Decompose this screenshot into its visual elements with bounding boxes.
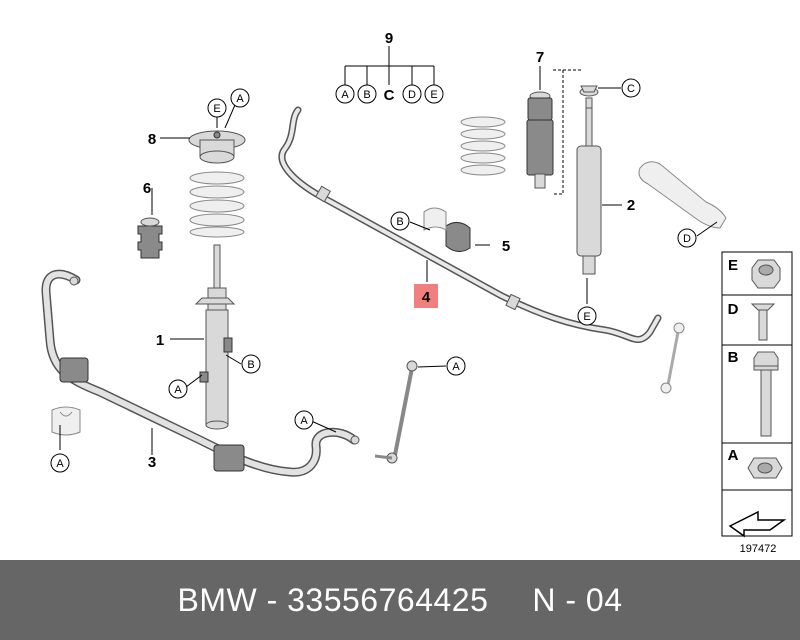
legend-item-b: B bbox=[728, 349, 779, 437]
callout-a-bar-end: A bbox=[294, 410, 314, 430]
part-number-8: 8 bbox=[148, 131, 156, 148]
svg-text:C: C bbox=[384, 87, 395, 104]
svg-text:E: E bbox=[213, 103, 220, 115]
rear-shock-absorber bbox=[576, 87, 602, 275]
callout-9-c: C bbox=[384, 87, 395, 104]
part-number-3: 3 bbox=[148, 454, 156, 471]
part-number-1: 1 bbox=[156, 332, 164, 349]
bush-left bbox=[51, 406, 81, 436]
part-number-9: 9 bbox=[385, 30, 393, 47]
bump-stop bbox=[137, 217, 163, 259]
callout-9-d: D bbox=[402, 84, 422, 104]
link-rod-front bbox=[374, 360, 418, 464]
part-number-2: 2 bbox=[627, 197, 635, 214]
footer-brand: BMW bbox=[177, 581, 258, 618]
svg-text:A: A bbox=[452, 361, 460, 373]
legend-label-b: B bbox=[728, 349, 739, 366]
svg-text:E: E bbox=[583, 311, 590, 323]
dust-boot bbox=[526, 91, 554, 189]
part-number-4: 4 bbox=[422, 289, 431, 306]
front-strut bbox=[194, 244, 236, 430]
legend-label-d: D bbox=[728, 301, 739, 318]
callout-e-top-mount: E bbox=[207, 98, 227, 118]
footer-part-number: 33556764425 bbox=[287, 581, 489, 618]
nut-shock-top bbox=[580, 85, 598, 93]
part-number-6: 6 bbox=[143, 180, 151, 197]
control-arm bbox=[638, 161, 727, 229]
svg-text:A: A bbox=[56, 458, 64, 470]
legend-panel: E D B A bbox=[721, 251, 793, 538]
callout-c-shock-top: C bbox=[621, 78, 641, 98]
callout-a-strut: A bbox=[168, 379, 188, 399]
svg-text:D: D bbox=[683, 233, 691, 245]
rear-stabilizer-bar bbox=[278, 106, 662, 343]
front-stabilizer-bar bbox=[41, 269, 360, 477]
highlight-box bbox=[414, 284, 438, 308]
callout-b-strut: B bbox=[241, 354, 261, 374]
callout-a-link-rod: A bbox=[446, 356, 466, 376]
part-number-7: 7 bbox=[536, 49, 544, 66]
rubber-mount bbox=[423, 207, 471, 252]
callout-a-bush: A bbox=[50, 453, 70, 473]
coil-spring-left bbox=[189, 171, 245, 238]
svg-text:C: C bbox=[627, 83, 635, 95]
svg-text:E: E bbox=[430, 89, 437, 101]
parts-diagram: 1 2 3 4 5 6 7 8 9 E A A B A A A B E bbox=[41, 30, 793, 555]
callout-e-shock: E bbox=[577, 306, 597, 326]
svg-text:B: B bbox=[363, 89, 370, 101]
callout-d-control-arm: D bbox=[677, 228, 697, 248]
coil-spring-small bbox=[460, 116, 506, 176]
callout-9-b: B bbox=[357, 84, 377, 104]
svg-text:D: D bbox=[408, 89, 416, 101]
svg-text:A: A bbox=[341, 89, 349, 101]
callout-9-a: A bbox=[335, 84, 355, 104]
top-mount bbox=[188, 130, 246, 164]
legend-item-a: A bbox=[728, 447, 783, 479]
legend-item-d: D bbox=[728, 301, 776, 341]
svg-text:A: A bbox=[236, 93, 244, 105]
part-number-5: 5 bbox=[502, 238, 510, 255]
legend-item-e: E bbox=[728, 257, 781, 289]
arrow-icon bbox=[728, 510, 787, 538]
svg-text:B: B bbox=[247, 359, 254, 371]
link-rod-rear bbox=[660, 322, 685, 394]
callout-a-top-mount: A bbox=[230, 88, 250, 108]
footer-separator: - bbox=[257, 581, 288, 618]
diagram-id: 197472 bbox=[740, 543, 777, 555]
svg-text:B: B bbox=[396, 216, 403, 228]
callout-9-e: E bbox=[424, 84, 444, 104]
footer-position: N - 04 bbox=[532, 581, 623, 618]
legend-label-e: E bbox=[728, 257, 738, 274]
svg-text:A: A bbox=[300, 415, 308, 427]
footer-bar: BMW - 33556764425 N - 04 bbox=[0, 560, 800, 640]
legend-label-a: A bbox=[728, 447, 739, 464]
callout-b-rear-bar: B bbox=[390, 211, 410, 231]
svg-text:A: A bbox=[174, 384, 182, 396]
